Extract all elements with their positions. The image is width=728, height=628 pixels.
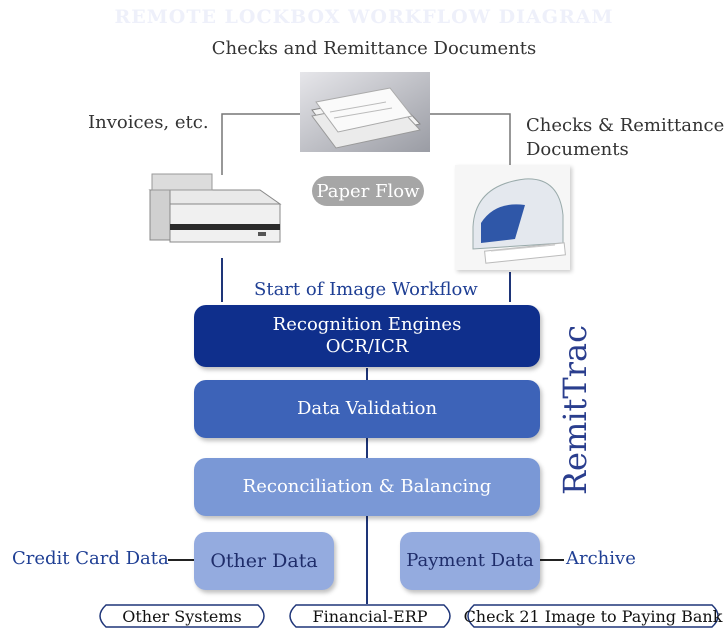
paper-stack-icon <box>300 72 430 152</box>
left-label: Invoices, etc. <box>88 112 209 133</box>
top-label: Checks and Remittance Documents <box>211 38 537 59</box>
right-label-line1: Checks & Remittance <box>526 115 725 136</box>
right-label: Checks & Remittance Documents <box>526 114 724 163</box>
financial-erp-pill: Financial-ERP <box>282 604 458 628</box>
check21-text: Check 21 Image to Paying Bank <box>463 606 723 626</box>
recognition-engines-box: Recognition Engines OCR/ICR <box>194 305 540 367</box>
reconciliation-box: Reconciliation & Balancing <box>194 458 540 516</box>
recognition-line2: OCR/ICR <box>325 336 409 357</box>
diagram-title: REMOTE LOCKBOX WORKFLOW DIAGRAM <box>114 6 614 28</box>
other-systems-pill: Other Systems <box>92 604 272 628</box>
archive-label: Archive <box>566 548 636 569</box>
paper-flow-badge: Paper Flow <box>312 176 424 206</box>
remittrac-text: RemitTrac <box>556 324 594 496</box>
paper-line-right <box>430 113 511 165</box>
document-scanner-icon <box>140 170 285 250</box>
recognition-line1: Recognition Engines <box>272 314 462 336</box>
credit-card-label: Credit Card Data <box>12 548 169 569</box>
right-label-line2: Documents <box>526 139 629 161</box>
data-validation-box: Data Validation <box>194 380 540 438</box>
check-scanner-icon <box>455 165 570 270</box>
other-systems-text: Other Systems <box>122 606 242 626</box>
financial-erp-text: Financial-ERP <box>312 606 428 626</box>
paper-line-left <box>221 113 300 175</box>
other-data-box: Other Data <box>194 532 334 590</box>
check21-pill: Check 21 Image to Paying Bank <box>460 604 726 628</box>
remittrac-label: RemitTrac <box>545 325 605 495</box>
start-label: Start of Image Workflow <box>254 279 478 300</box>
payment-data-box: Payment Data <box>400 532 540 590</box>
